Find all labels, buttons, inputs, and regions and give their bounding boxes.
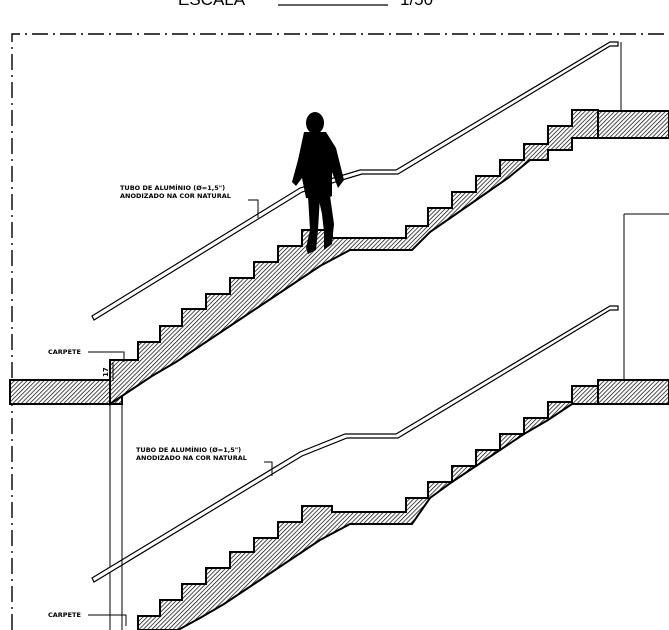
upper-carpet-note: CARPETE — [48, 348, 81, 356]
upper-handrail — [91, 41, 619, 321]
upper-handrail-leader — [248, 199, 259, 218]
riser-dimension-label: 17 — [102, 367, 110, 377]
person-head — [306, 112, 324, 134]
upper-flight: TUBO DE ALUMÍNIO (Ø=1,5") ANODIZADO NA C… — [9, 41, 669, 630]
section-border — [11, 33, 669, 630]
lower-handrail — [91, 305, 619, 583]
upper-carpet-leader — [88, 351, 125, 362]
person-body — [292, 132, 344, 200]
lower-carpet-leader — [88, 614, 127, 626]
upper-stair-slab — [109, 109, 599, 406]
lower-carpet-note: CARPETE — [48, 611, 81, 619]
person-silhouette — [292, 112, 344, 254]
person-leg-front — [318, 196, 334, 250]
lower-handrail-note-line1: TUBO DE ALUMÍNIO (Ø=1,5") — [136, 445, 241, 454]
scale-title: ESCALA 1/50 — [178, 0, 433, 9]
upper-left-floor-slab — [9, 379, 123, 405]
upper-right-floor-slab — [597, 110, 669, 139]
scale-value: 1/50 — [400, 0, 433, 9]
scale-label: ESCALA — [178, 0, 246, 9]
upper-handrail-note-line1: TUBO DE ALUMÍNIO (Ø=1,5") — [120, 183, 225, 192]
lower-handrail-note-line2: ANODIZADO NA COR NATURAL — [136, 454, 247, 462]
person-leg-back — [306, 196, 320, 254]
lower-handrail-leader — [264, 461, 273, 476]
lower-stair-slab — [137, 385, 599, 630]
lower-right-floor-slab — [597, 379, 669, 405]
upper-handrail-note-line2: ANODIZADO NA COR NATURAL — [120, 192, 231, 200]
lower-flight: TUBO DE ALUMÍNIO (Ø=1,5") ANODIZADO NA C… — [48, 213, 669, 630]
